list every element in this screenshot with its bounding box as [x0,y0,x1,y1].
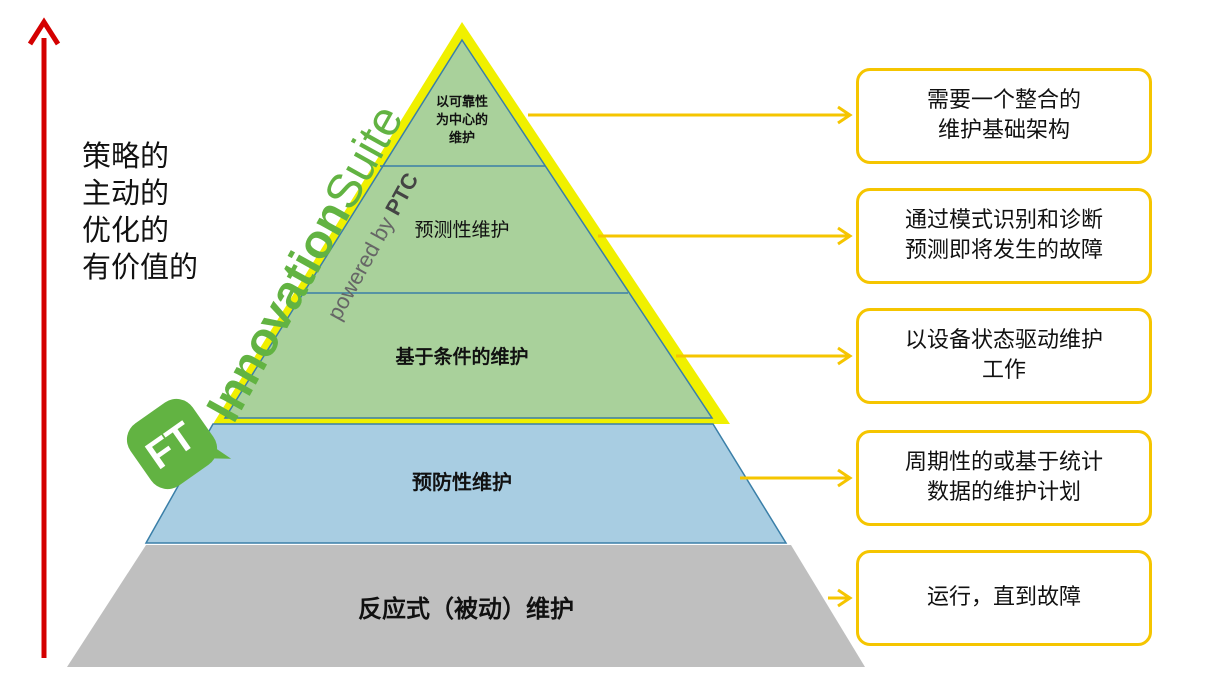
level-green-shape [223,38,714,419]
desc-box-4-text: 周期性的或基于统计 数据的维护计划 [904,450,1103,505]
axis-label-line-3: 优化的 [82,213,170,247]
desc-box-1-text: 需要一个整合的 维护基础架构 [926,88,1081,143]
desc-box-2: 通过模式识别和诊断 预测即将发生的故障 [856,188,1152,284]
axis-label-line-1: 策略的 [82,139,170,173]
axis-label: 策略的 主动的 优化的 有价值的 [82,138,198,286]
connector-1-head [837,105,853,125]
level-preventive-shape [144,423,788,544]
connector-2-head [837,226,853,246]
desc-box-2-text: 通过模式识别和诊断 预测即将发生的故障 [904,208,1103,263]
desc-box-1: 需要一个整合的 维护基础架构 [856,68,1152,164]
connector-4-head [837,468,853,488]
desc-box-4: 周期性的或基于统计 数据的维护计划 [856,430,1152,526]
level-reactive-shape [67,545,865,667]
level-predictive-label: 预测性维护 [414,219,510,241]
level-reactive-label: 反应式（被动）维护 [358,595,574,623]
level-condition-label: 基于条件的维护 [395,346,529,368]
desc-box-5-text: 运行，直到故障 [926,585,1081,610]
ft-logo-icon: FT [126,398,232,490]
desc-box-3: 以设备状态驱动维护 工作 [856,308,1152,404]
level-preventive-label: 预防性维护 [412,470,512,494]
axis-label-line-4: 有价值的 [82,250,199,284]
level-rcm-label: 以可靠性 为中心的 维护 [435,95,488,146]
connector-5-head [837,588,853,608]
connectors [528,105,853,608]
axis-arrow-head [27,17,61,46]
connector-3-head [837,346,853,366]
desc-box-5: 运行，直到故障 [856,550,1152,646]
desc-box-3-text: 以设备状态驱动维护 工作 [904,328,1103,383]
axis-label-line-2: 主动的 [82,176,170,210]
